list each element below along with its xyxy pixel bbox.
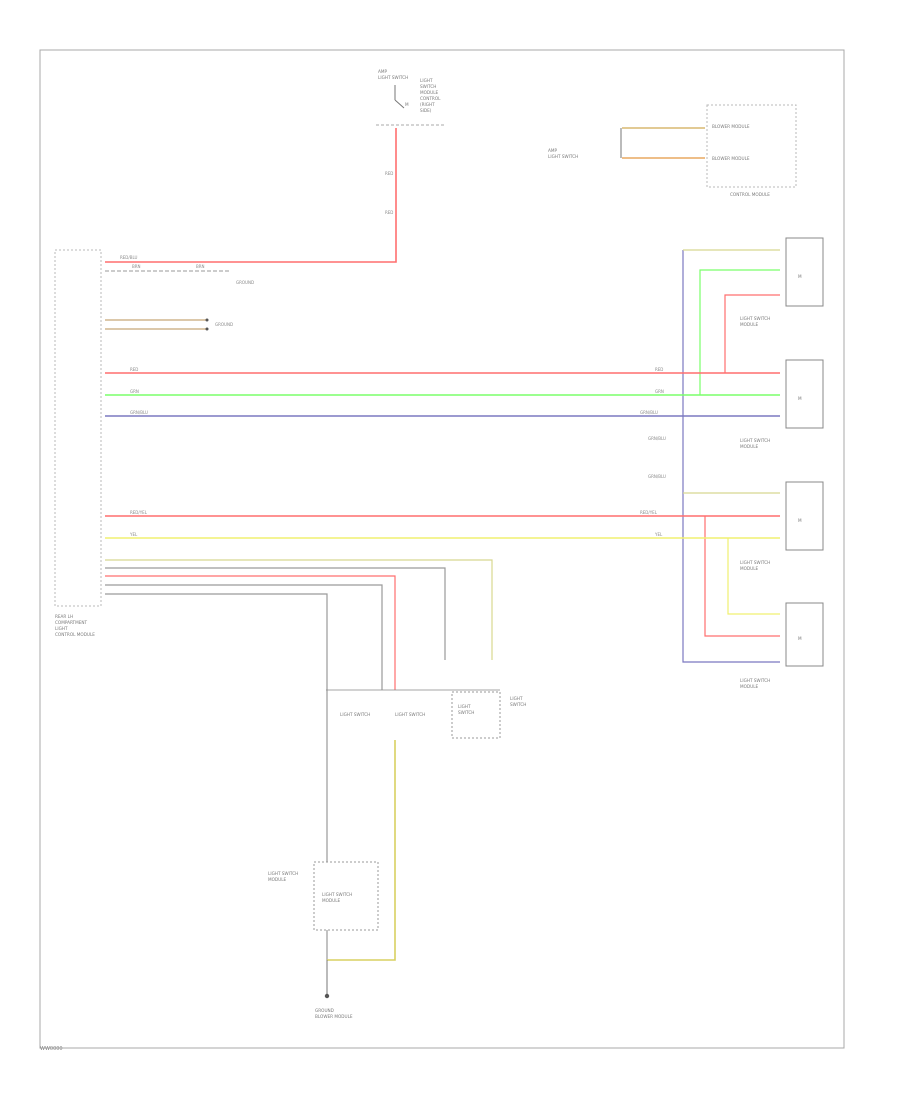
wire-red-riser [724, 294, 780, 373]
svg-text:LIGHT: LIGHT [55, 626, 68, 631]
light-switch-top: AMP LIGHT SWITCH M LIGHT SWITCH MODULE C… [376, 69, 446, 126]
svg-text:LIGHT SWITCH: LIGHT SWITCH [740, 316, 770, 321]
svg-text:BRN: BRN [132, 264, 141, 269]
svg-text:CONTROL MODULE: CONTROL MODULE [730, 192, 770, 197]
footer-code: WW0000 [40, 1046, 63, 1052]
svg-text:GRN: GRN [655, 389, 664, 394]
wire-olive-bundle [105, 559, 493, 660]
svg-text:GROUND: GROUND [215, 322, 233, 327]
svg-text:LIGHT SWITCH: LIGHT SWITCH [378, 75, 408, 80]
svg-text:AMP: AMP [378, 69, 387, 74]
svg-text:LIGHT SWITCH: LIGHT SWITCH [740, 438, 770, 443]
svg-text:GRN/BLU: GRN/BLU [648, 436, 666, 441]
svg-text:M: M [798, 396, 802, 401]
wire-gray-bundle-1 [105, 567, 446, 660]
svg-text:MODULE: MODULE [268, 877, 287, 882]
svg-text:SWITCH: SWITCH [458, 710, 474, 715]
svg-text:LIGHT SWITCH: LIGHT SWITCH [740, 678, 770, 683]
svg-text:(RIGHT: (RIGHT [420, 102, 435, 107]
wire-red-lower [704, 516, 780, 637]
right-module-2: M [785, 359, 824, 429]
svg-text:MODULE: MODULE [740, 566, 759, 571]
ground-icon [324, 993, 330, 999]
svg-text:LIGHT SWITCH: LIGHT SWITCH [268, 871, 298, 876]
right-module-3: M [785, 481, 824, 551]
svg-text:AMP: AMP [548, 148, 557, 153]
svg-text:GRN: GRN [130, 389, 139, 394]
svg-text:MODULE: MODULE [740, 684, 759, 689]
svg-text:MODULE: MODULE [740, 322, 759, 327]
svg-text:BRN: BRN [196, 264, 205, 269]
wire-gray-bundle-3 [105, 593, 328, 960]
svg-text:LIGHT SWITCH: LIGHT SWITCH [740, 560, 770, 565]
svg-text:GROUND: GROUND [315, 1008, 334, 1013]
right-module-4: M [785, 602, 824, 667]
svg-text:SWITCH: SWITCH [510, 702, 526, 707]
svg-text:M: M [798, 518, 802, 523]
svg-text:RED/YEL: RED/YEL [130, 510, 148, 515]
svg-text:LIGHT SWITCH: LIGHT SWITCH [548, 154, 578, 159]
svg-text:LIGHT SWITCH: LIGHT SWITCH [340, 712, 370, 717]
svg-text:LIGHT SWITCH: LIGHT SWITCH [322, 892, 352, 897]
wire-red-switch-to-module [105, 128, 397, 263]
wire-green-riser [699, 269, 780, 395]
svg-text:RED: RED [385, 171, 393, 176]
svg-text:YEL: YEL [654, 532, 663, 537]
svg-text:GRN/BLU: GRN/BLU [648, 474, 666, 479]
svg-text:BLOWER MODULE: BLOWER MODULE [315, 1014, 353, 1019]
svg-text:M: M [798, 274, 802, 279]
svg-text:LIGHT SWITCH: LIGHT SWITCH [395, 712, 425, 717]
wire-red-bundle [105, 575, 396, 690]
svg-text:YEL: YEL [129, 532, 138, 537]
center-switch-module: LIGHT SWITCH LIGHT SWITCH [451, 691, 526, 739]
svg-text:MODULE: MODULE [322, 898, 341, 903]
svg-text:LIGHT: LIGHT [458, 704, 471, 709]
svg-text:M: M [798, 636, 802, 641]
svg-text:CONTROL: CONTROL [420, 96, 441, 101]
svg-text:RED/YEL: RED/YEL [640, 510, 658, 515]
svg-text:RED: RED [655, 367, 663, 372]
wire-gray-bundle-2 [105, 584, 383, 690]
svg-text:RED/BLU: RED/BLU [120, 255, 138, 260]
svg-text:BLOWER MODULE: BLOWER MODULE [712, 124, 750, 129]
wire-yellow-lower [727, 538, 780, 615]
svg-text:MODULE: MODULE [420, 90, 439, 95]
svg-text:SWITCH: SWITCH [420, 84, 436, 89]
wire-yellow-down [327, 740, 396, 961]
svg-text:MODULE: MODULE [740, 444, 759, 449]
svg-text:BLOWER MODULE: BLOWER MODULE [712, 156, 750, 161]
svg-text:GROUND: GROUND [236, 280, 254, 285]
svg-text:LIGHT: LIGHT [420, 78, 433, 83]
svg-text:M: M [405, 102, 409, 107]
lower-module: LIGHT SWITCH MODULE LIGHT SWITCH MODULE [268, 861, 379, 931]
svg-text:SIDE): SIDE) [420, 108, 432, 113]
right-module-1: M [785, 237, 824, 307]
control-module-top-right: BLOWER MODULE BLOWER MODULE CONTROL MODU… [706, 104, 797, 197]
svg-text:LIGHT: LIGHT [510, 696, 523, 701]
diagram-frame [39, 49, 845, 1049]
svg-text:REAR LH: REAR LH [55, 614, 73, 619]
control-module-left: REAR LH COMPARTMENT LIGHT CONTROL MODULE [54, 249, 102, 637]
wire-purple-bus [682, 250, 780, 663]
svg-text:CONTROL MODULE: CONTROL MODULE [55, 632, 95, 637]
svg-text:GRN/BLU: GRN/BLU [130, 410, 148, 415]
svg-text:COMPARTMENT: COMPARTMENT [55, 620, 88, 625]
svg-text:RED: RED [385, 210, 393, 215]
svg-text:GRN/BLU: GRN/BLU [640, 410, 658, 415]
svg-text:RED: RED [130, 367, 138, 372]
